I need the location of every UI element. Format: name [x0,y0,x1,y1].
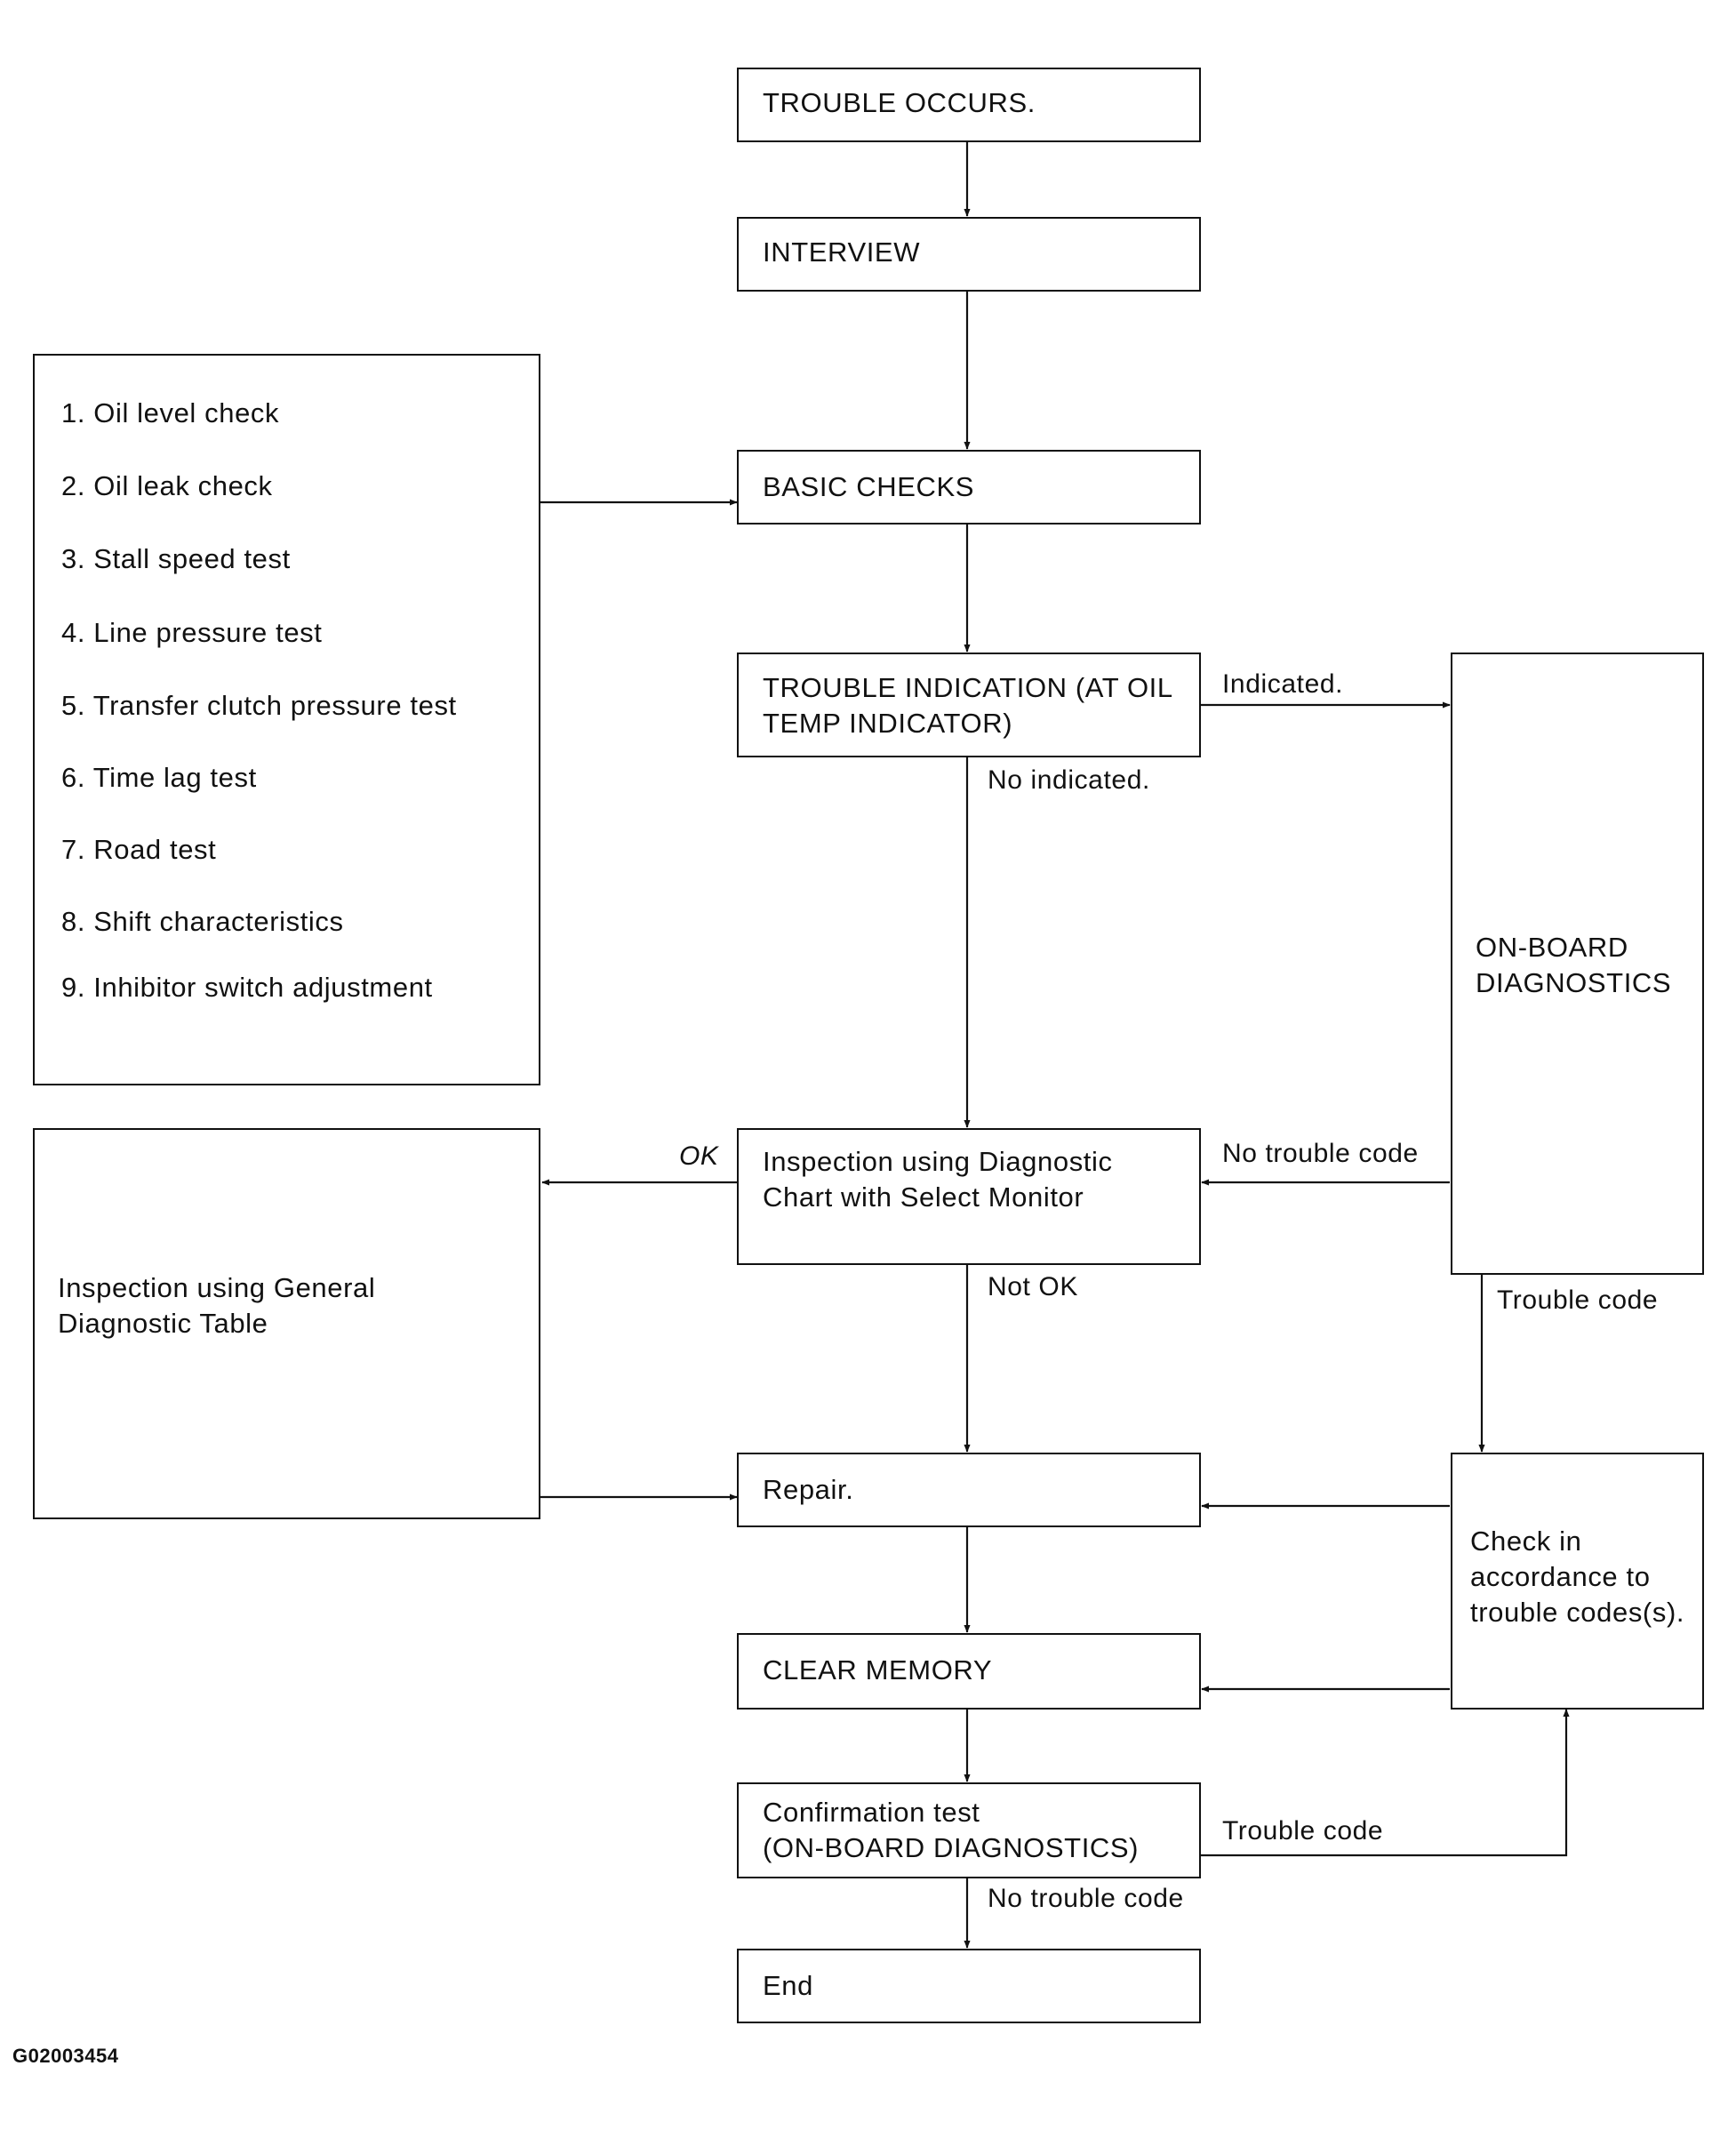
node-text: BASIC CHECKS [763,471,975,502]
node-text: Repair. [763,1474,854,1505]
node-check-trouble-codes: Check in accordance to trouble codes(s). [1451,1453,1704,1710]
node-text: End [763,1970,813,2001]
arrow-confirm-to-check [1200,1709,1570,1857]
basic-check-item: 3. Stall speed test [61,543,291,574]
node-trouble-occurs: TROUBLE OCCURS. [737,68,1201,142]
node-on-board-diagnostics: ON-BOARD DIAGNOSTICS [1451,653,1704,1275]
edge-label-no-indicated: No indicated. [988,765,1150,795]
node-confirmation-test: Confirmation test (ON-BOARD DIAGNOSTICS) [737,1782,1201,1878]
edge-label-no-trouble-code-confirm: No trouble code [988,1884,1184,1913]
node-text: Inspection using Diagnostic Chart with S… [763,1146,1113,1213]
node-inspection-select-monitor: Inspection using Diagnostic Chart with S… [737,1128,1201,1265]
edge-label-indicated: Indicated. [1222,669,1344,699]
edge-label-no-trouble-code-obd: No trouble code [1222,1139,1419,1168]
basic-check-item: 2. Oil leak check [61,470,273,501]
node-clear-memory: CLEAR MEMORY [737,1633,1201,1710]
node-text: TROUBLE INDICATION (AT OIL TEMP INDICATO… [763,672,1173,739]
figure-code: G02003454 [12,2045,119,2067]
node-end: End [737,1949,1201,2023]
node-text: CLEAR MEMORY [763,1654,993,1686]
basic-check-item: 8. Shift characteristics [61,906,344,937]
node-text: TROUBLE OCCURS. [763,87,1036,118]
basic-check-item: 9. Inhibitor switch adjustment [61,972,433,1003]
basic-check-list-box: 1. Oil level check 2. Oil leak check 3. … [33,354,540,1085]
node-basic-checks: BASIC CHECKS [737,450,1201,524]
node-text: ON-BOARD DIAGNOSTICS [1476,932,1672,998]
node-text: Confirmation test (ON-BOARD DIAGNOSTICS) [763,1797,1140,1863]
edge-label-not-ok: Not OK [988,1272,1078,1301]
node-text: Inspection using General Diagnostic Tabl… [58,1272,376,1339]
basic-check-item: 1. Oil level check [61,397,280,428]
basic-check-item: 7. Road test [61,834,217,865]
node-repair: Repair. [737,1453,1201,1527]
node-text: INTERVIEW [763,236,921,268]
node-general-diagnostic-table: Inspection using General Diagnostic Tabl… [33,1128,540,1519]
basic-check-item: 4. Line pressure test [61,617,323,648]
node-interview: INTERVIEW [737,217,1201,292]
node-text: Check in accordance to trouble codes(s). [1470,1525,1685,1628]
edge-label-ok: OK [679,1141,719,1171]
node-trouble-indication: TROUBLE INDICATION (AT OIL TEMP INDICATO… [737,653,1201,757]
basic-check-item: 5. Transfer clutch pressure test [61,690,457,721]
edge-label-trouble-code-confirm: Trouble code [1222,1816,1384,1846]
basic-check-item: 6. Time lag test [61,762,257,793]
edge-label-trouble-code-obd: Trouble code [1497,1285,1659,1315]
